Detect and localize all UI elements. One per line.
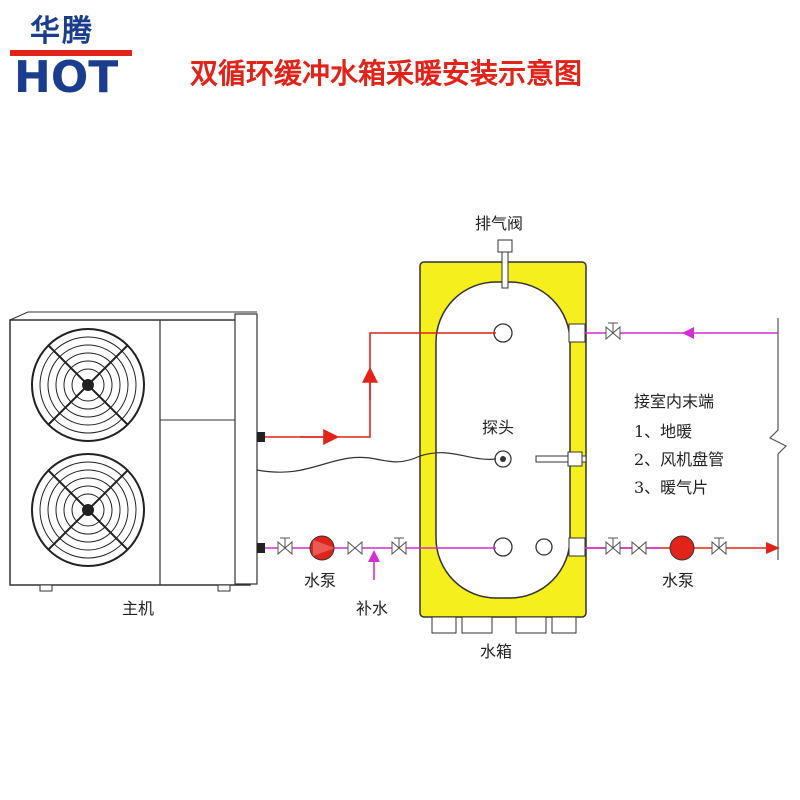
water-tank (419, 239, 587, 634)
strainer-icon (347, 540, 363, 556)
valve-icon (605, 537, 621, 556)
makeup-water-label: 补水 (356, 599, 389, 618)
brand-divider (10, 50, 132, 56)
main-unit (9, 311, 265, 592)
terminals-heading: 接室内末端 (634, 392, 715, 411)
water-tank-label: 水箱 (480, 642, 513, 661)
pump-right-icon (669, 535, 695, 561)
main-unit-label: 主机 (122, 599, 155, 618)
break-line (768, 318, 788, 560)
probe-cable (256, 452, 497, 473)
return-pipe-left (265, 535, 496, 580)
strainer-icon (631, 540, 647, 556)
valve-icon (391, 537, 407, 556)
terminal-item: 2、风机盘管 (634, 450, 725, 469)
pump-left-label: 水泵 (304, 571, 337, 590)
probe-icon (494, 450, 512, 468)
brand-chinese: 华腾 (30, 14, 94, 49)
valve-icon (711, 537, 727, 556)
valve-icon (605, 322, 621, 341)
fan-upper (31, 328, 145, 442)
return-pipe-right (585, 322, 778, 341)
diagram-title: 双循环缓冲水箱采暖安装示意图 (190, 57, 583, 90)
pump-left-icon (309, 535, 335, 561)
fan-lower (31, 453, 145, 567)
terminal-item: 1、地暖 (634, 422, 693, 441)
hot-supply-pipe (265, 332, 496, 445)
probe-label: 探头 (482, 418, 515, 437)
brand-latin: HOT (14, 52, 119, 103)
valve-icon (277, 537, 293, 556)
supply-pipe-right (585, 535, 780, 561)
terminal-item: 3、暖气片 (634, 478, 709, 497)
vent-valve-label: 排气阀 (475, 214, 524, 233)
vent-valve-icon (497, 239, 513, 289)
pump-right-label: 水泵 (662, 571, 695, 590)
